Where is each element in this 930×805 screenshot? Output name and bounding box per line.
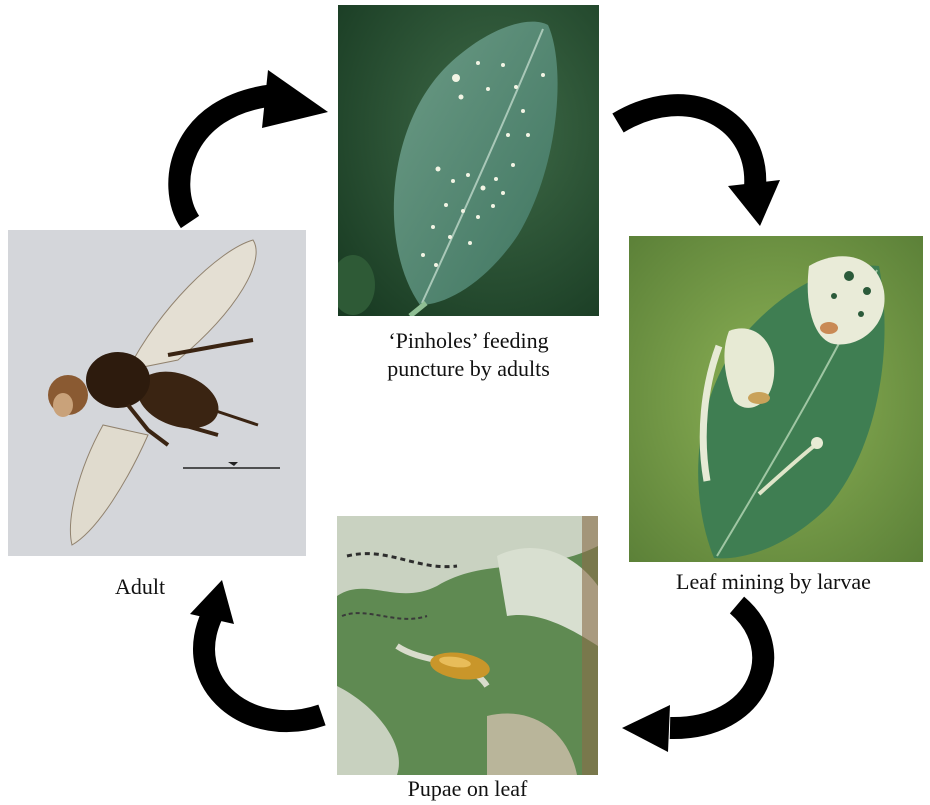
curved-arrow-icon [618, 105, 780, 226]
curved-arrow-icon [179, 70, 328, 222]
curved-arrow-icon [622, 605, 763, 752]
curved-arrow-icon [190, 580, 322, 721]
